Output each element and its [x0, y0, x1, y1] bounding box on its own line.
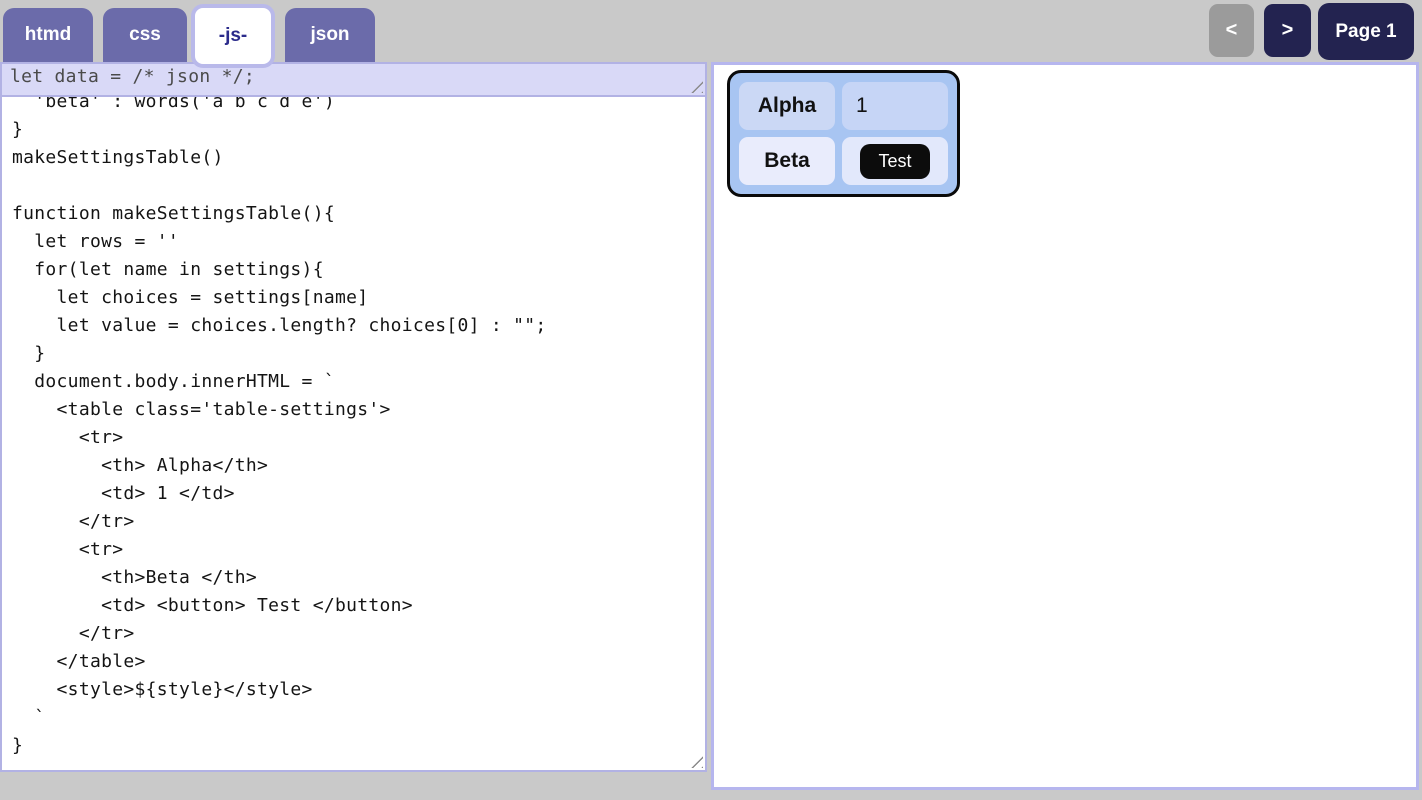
tab-js[interactable]: -js- — [191, 4, 275, 68]
page-indicator-button[interactable]: Page 1 — [1318, 3, 1414, 60]
table-header-alpha: Alpha — [739, 82, 835, 130]
tab-htmd[interactable]: htmd — [3, 8, 93, 62]
data-editor[interactable]: let data = /* json */; — [0, 62, 707, 97]
table-header-beta: Beta — [739, 137, 835, 185]
tab-bar: htmd css -js- json < > Page 1 — [0, 0, 1422, 68]
page-next-button[interactable]: > — [1264, 4, 1311, 57]
tab-json[interactable]: json — [285, 8, 375, 62]
js-code-text: 'beta' : words('a b c d e') } makeSettin… — [12, 95, 547, 756]
table-cell-beta: Test — [842, 137, 948, 185]
js-code-editor[interactable]: 'beta' : words('a b c d e') } makeSettin… — [0, 95, 707, 772]
settings-table: Alpha 1 Beta Test — [727, 70, 960, 197]
test-button[interactable]: Test — [860, 143, 930, 179]
page-prev-button[interactable]: < — [1209, 4, 1254, 57]
table-cell-alpha-value: 1 — [842, 82, 948, 130]
data-editor-text: let data = /* json */; — [10, 66, 256, 87]
preview-panel: Alpha 1 Beta Test — [711, 62, 1419, 790]
tab-css[interactable]: css — [103, 8, 187, 62]
